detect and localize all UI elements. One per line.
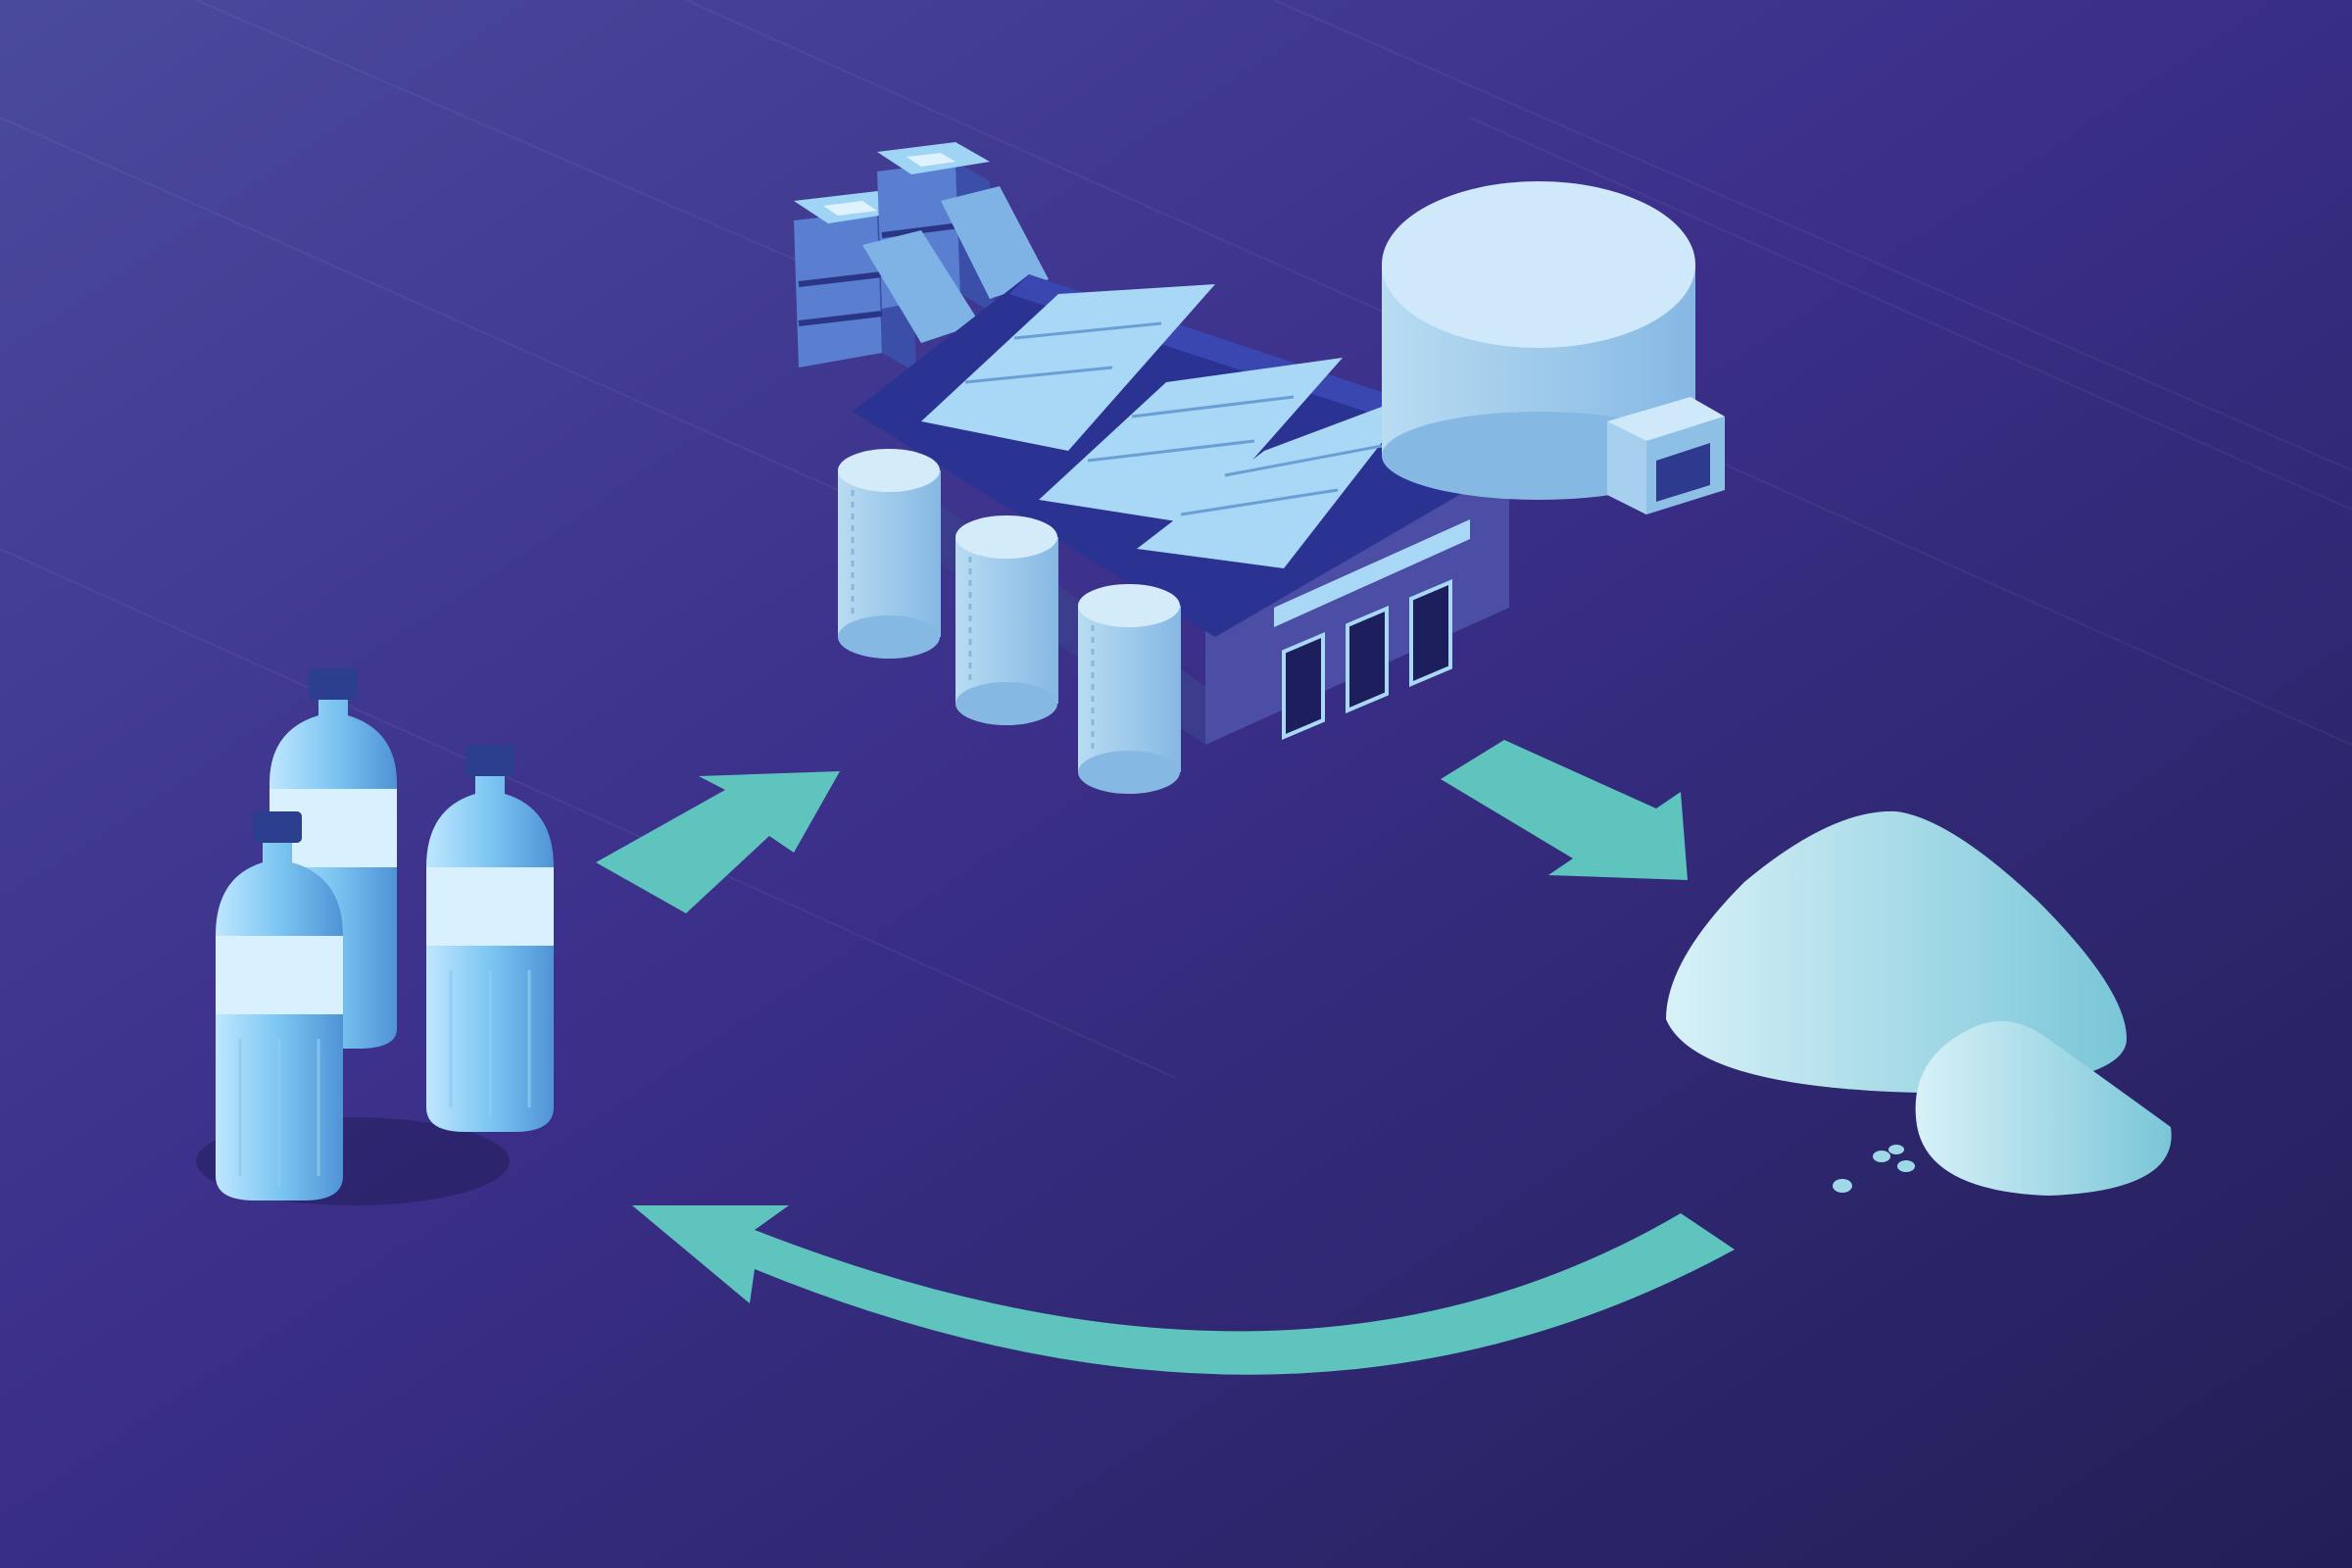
- bottle-cap: [466, 745, 514, 776]
- factory-windows: [1274, 519, 1470, 627]
- bottle-cap: [309, 668, 358, 700]
- factory-front-wall: [1205, 451, 1509, 745]
- curved-return-arrow-icon: [632, 1205, 1735, 1375]
- loose-pellets: [1833, 1145, 1915, 1193]
- conveyor-belt: [862, 186, 1049, 343]
- bottle-cap: [253, 811, 302, 843]
- plastic-bottle: [216, 811, 343, 1200]
- storage-silo: [838, 449, 941, 659]
- cycle-arrows: [596, 740, 1735, 1375]
- arrow-up-right-icon: [596, 771, 840, 913]
- tank-outlet: [1607, 397, 1725, 514]
- factory-doors: [1282, 578, 1452, 741]
- storage-silo: [956, 515, 1058, 725]
- small-pellet-pile: [1915, 1021, 2172, 1196]
- plastic-bottle: [426, 745, 554, 1132]
- arrow-down-right-icon: [1441, 740, 1688, 880]
- pellet-pile-icon: [1666, 810, 2172, 1196]
- storage-silo: [1078, 584, 1181, 794]
- skylight-grid: [964, 321, 1383, 516]
- factory-icon: [794, 142, 1725, 794]
- plastic-bottles-icon: [196, 668, 554, 1205]
